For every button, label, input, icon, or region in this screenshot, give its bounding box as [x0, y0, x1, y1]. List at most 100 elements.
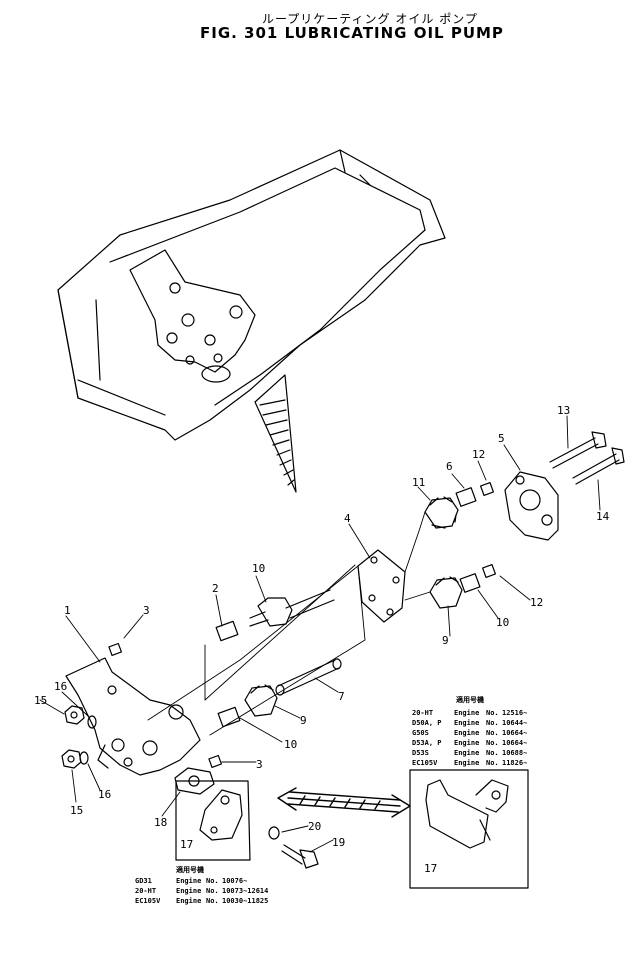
callout-8: 10	[252, 562, 265, 575]
left-row-2-serial: 10073~12614	[222, 887, 268, 895]
left-row-1-serial: 10076~	[222, 877, 247, 885]
left-row-1-no: No.	[206, 877, 219, 885]
right-row-1-no: No.	[486, 709, 499, 717]
left-row-2-engine: Engine	[176, 887, 201, 895]
plug-3-bottom	[208, 754, 223, 769]
left-row-3-model: EC105V	[135, 897, 161, 905]
callout-19: 19	[332, 836, 345, 849]
right-row-5-model: D53S	[412, 749, 429, 757]
right-row-1-model: 20-HT	[412, 709, 433, 717]
right-row-3-engine: Engine	[454, 729, 479, 737]
right-row-5-no: No.	[486, 749, 499, 757]
right-row-6-engine: Engine	[454, 759, 479, 767]
callout-13: 13	[557, 404, 570, 417]
callout-16-upper: 16	[54, 680, 67, 693]
leader-lines	[39, 415, 601, 853]
callout-12-top: 12	[472, 448, 485, 461]
alignment-lines	[147, 511, 431, 736]
plate-4	[357, 549, 406, 623]
callout-4: 4	[344, 512, 351, 525]
callout-2: 2	[212, 582, 219, 595]
callout-15-lower: 15	[70, 804, 83, 817]
right-row-1-engine: Engine	[454, 709, 479, 717]
title-japanese: ループリケーティング オイル ポンプ	[262, 12, 478, 26]
left-serial-table: 適用号機 GD31 Engine No. 10076~ 20-HT Engine…	[135, 865, 268, 905]
pump-cover-5	[504, 471, 559, 541]
callout-12-bottom: 12	[530, 596, 543, 609]
callout-18: 18	[154, 816, 167, 829]
plug-3-top	[108, 642, 123, 657]
bushing-6	[455, 487, 477, 507]
bolt-13	[549, 431, 607, 469]
callout-15-upper: 15	[34, 694, 47, 707]
callout-10-right: 10	[496, 616, 509, 629]
callout-3-top: 3	[143, 604, 150, 617]
figure-title: FIG. 301 LUBRICATING OIL PUMP	[200, 24, 504, 42]
gear-11	[424, 496, 459, 529]
callout-16-lower: 16	[98, 788, 111, 801]
callout-11: 11	[412, 476, 425, 489]
washer-16-upper	[87, 715, 97, 729]
left-row-3-serial: 10030~11825	[222, 897, 268, 905]
right-row-6-model: EC105V	[412, 759, 438, 767]
callout-20: 20	[308, 820, 321, 833]
washer-16-lower	[79, 751, 89, 765]
pump-body-1	[65, 657, 201, 776]
washer-20	[268, 826, 280, 840]
right-row-6-no: No.	[486, 759, 499, 767]
callout-1: 1	[64, 604, 71, 617]
bolt-14	[572, 447, 625, 485]
right-serial-table: 適用号機 20-HT Engine No. 12516~ D50A, P Eng…	[412, 695, 527, 767]
callout-7: 7	[338, 690, 345, 703]
right-row-4-serial: 10664~	[502, 739, 527, 747]
left-row-2-model: 20-HT	[135, 887, 156, 895]
right-row-5-engine: Engine	[454, 749, 479, 757]
left-row-1-model: GD31	[135, 877, 152, 885]
bushing-10-right	[459, 573, 481, 593]
gear-9-right	[429, 576, 463, 609]
right-table-header: 適用号機	[456, 695, 484, 704]
nut-15-lower	[61, 749, 82, 769]
callout-6: 6	[446, 460, 453, 473]
left-row-3-no: No.	[206, 897, 219, 905]
right-row-2-serial: 10644~	[502, 719, 527, 727]
installed-pump	[129, 249, 256, 383]
right-row-1-serial: 12516~	[502, 709, 527, 717]
right-row-4-no: No.	[486, 739, 499, 747]
bushing-2	[215, 620, 239, 642]
gear-9-left	[244, 684, 278, 717]
left-row-3-engine: Engine	[176, 897, 201, 905]
plug-12	[479, 481, 495, 497]
left-row-2-no: No.	[206, 887, 219, 895]
right-row-2-no: No.	[486, 719, 499, 727]
right-row-2-model: D50A, P	[412, 719, 442, 727]
right-row-3-model: G50S	[412, 729, 429, 737]
left-table-header: 適用号機	[176, 865, 204, 874]
callout-labels: 1 3 2 10 4 5 12 6 11 13 14 12 10 9 7 9 1…	[34, 404, 610, 875]
plug-12b	[481, 563, 497, 579]
right-row-2-engine: Engine	[454, 719, 479, 727]
shaft-7	[275, 658, 342, 696]
right-row-4-model: D53A, P	[412, 739, 442, 747]
callout-14: 14	[596, 510, 610, 523]
callout-9-right: 9	[442, 634, 449, 647]
detail-indicator	[254, 374, 297, 493]
bolt-19	[281, 844, 319, 869]
double-arrow	[277, 787, 411, 818]
inset-left	[175, 780, 251, 861]
right-row-3-serial: 10664~	[502, 729, 527, 737]
right-row-6-serial: 11826~	[502, 759, 527, 767]
nut-15-upper	[64, 705, 85, 725]
callout-10-left: 10	[284, 738, 297, 751]
right-row-4-engine: Engine	[454, 739, 479, 747]
callout-3-bottom: 3	[256, 758, 263, 771]
shaft-gear-8	[249, 589, 335, 627]
inset-right	[409, 769, 529, 889]
callout-9-left: 9	[300, 714, 307, 727]
bushing-10-left	[217, 706, 241, 728]
callout-17-left: 17	[180, 838, 193, 851]
right-row-5-serial: 10688~	[502, 749, 527, 757]
right-row-3-no: No.	[486, 729, 499, 737]
callout-17-right: 17	[424, 862, 437, 875]
